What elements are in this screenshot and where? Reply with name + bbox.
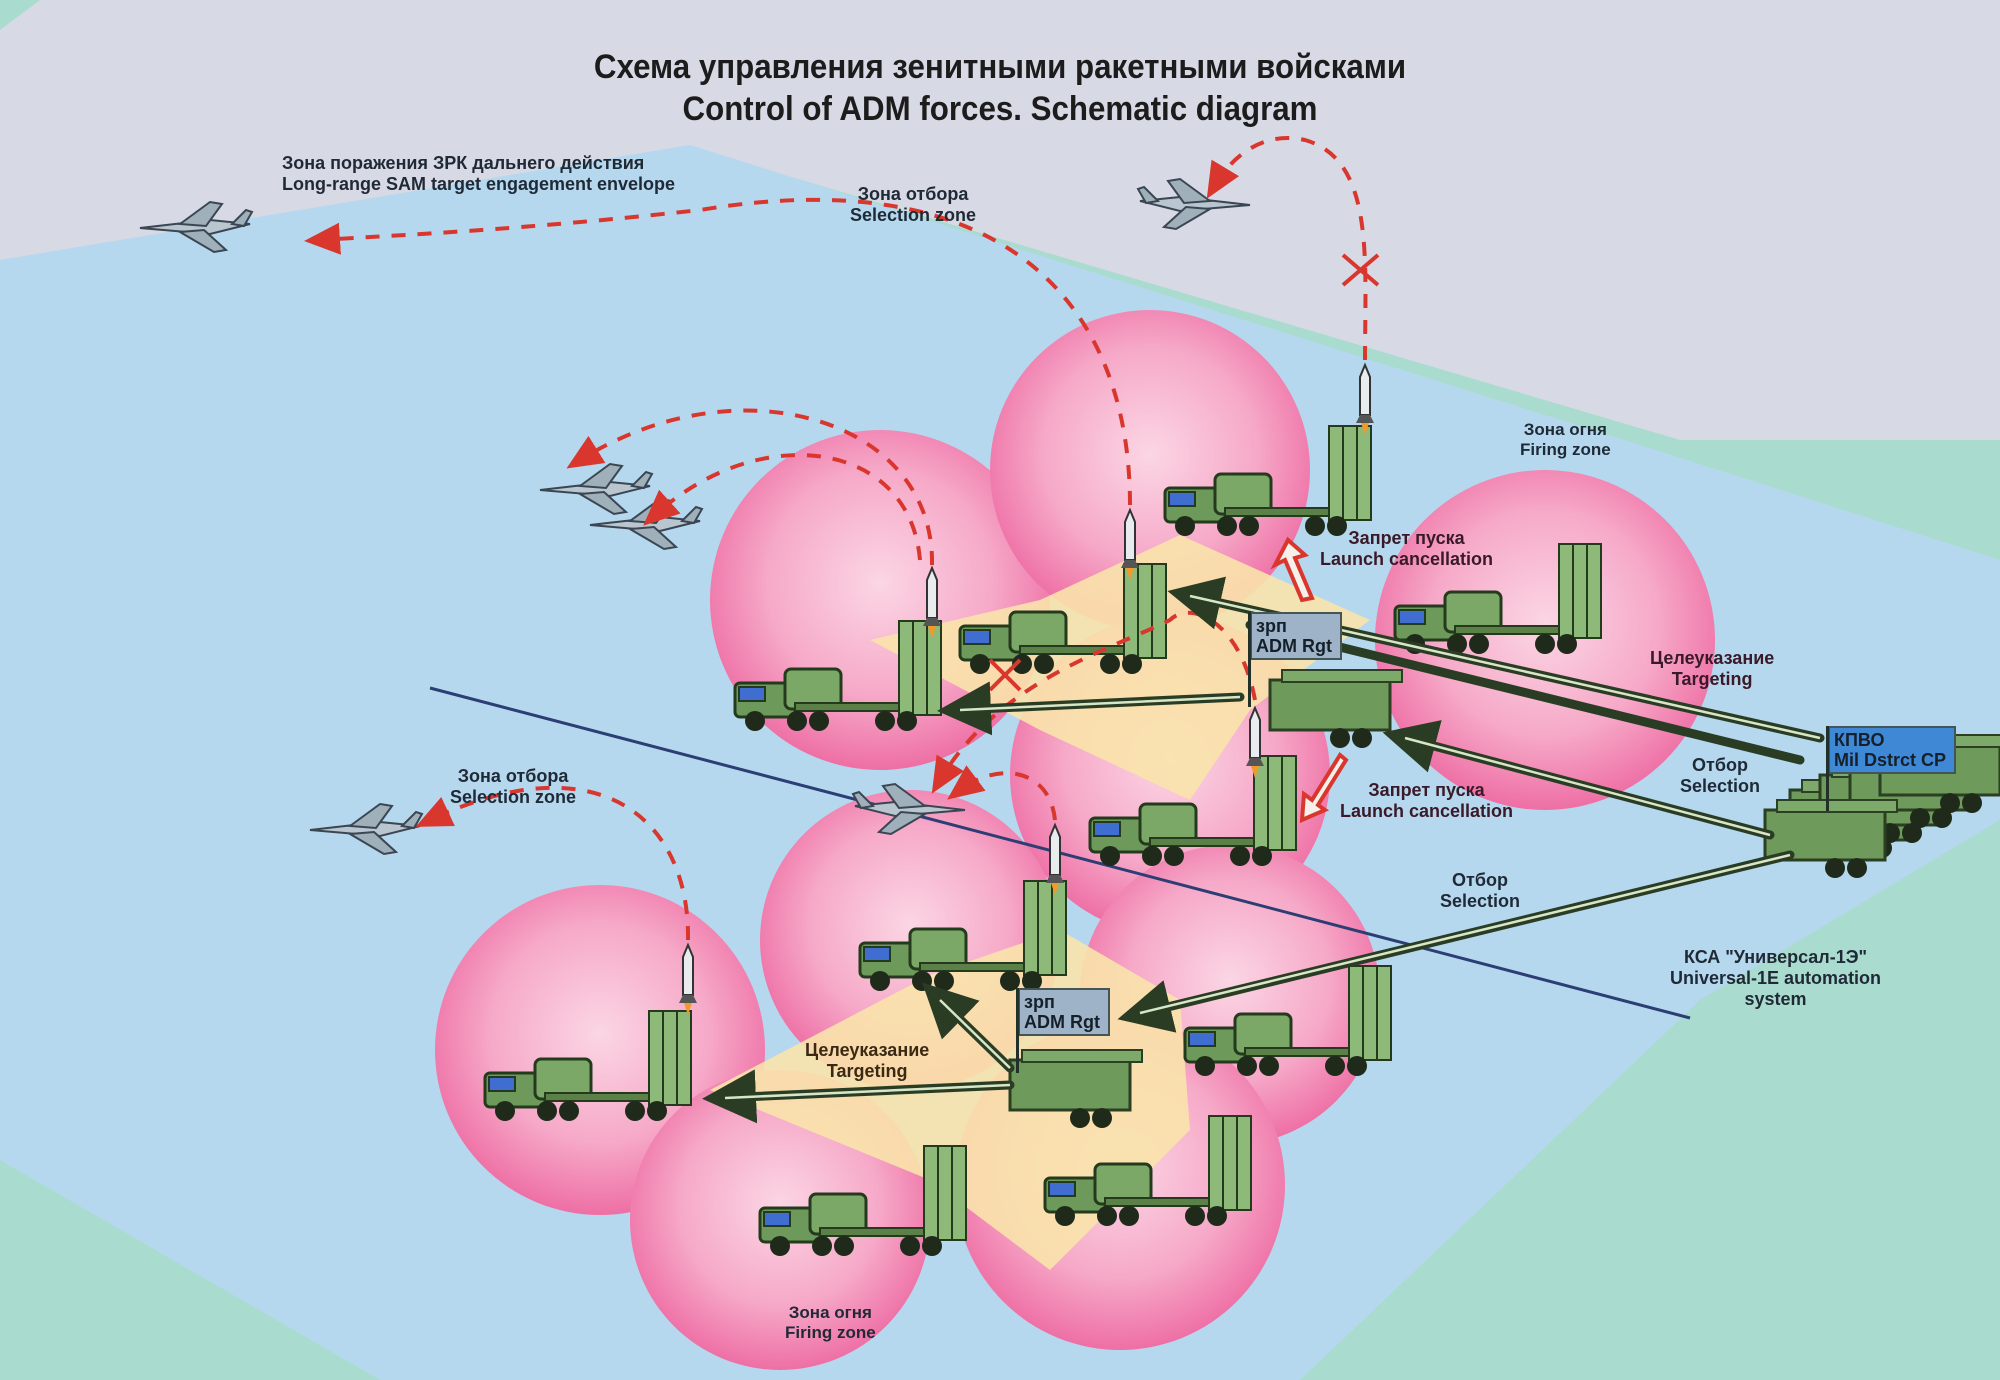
district-cp-flag-pole (1826, 726, 1829, 811)
launch-cancel-arrow (1270, 536, 1315, 603)
missile-path (304, 197, 1132, 506)
missile-path (566, 408, 935, 566)
firing-zone-circle (990, 310, 1310, 630)
regiment-flag-pole-bottom (1016, 988, 1019, 1073)
launch-cancel-arrow (1299, 751, 1349, 824)
regiment-area-top (870, 535, 1370, 800)
title-en: Control of ADM forces. Schematic diagram (682, 90, 1318, 128)
cancel-mark-icon (1341, 253, 1380, 287)
regiment-flag-pole-top (1248, 612, 1251, 707)
missile-path (1206, 136, 1368, 361)
page-title: Схема управления зенитными ракетными вой… (80, 46, 1920, 130)
automation-system-label: КСА "Универсал-1Э"Universal-1E automatio… (1670, 947, 1882, 1010)
title-ru: Схема управления зенитными ракетными вой… (593, 48, 1407, 86)
cancel-mark-icon (988, 658, 1022, 692)
missile-path (947, 765, 1057, 821)
outer-zone (0, 0, 2000, 440)
missile-path (415, 785, 691, 941)
missile-paths (304, 136, 1368, 941)
